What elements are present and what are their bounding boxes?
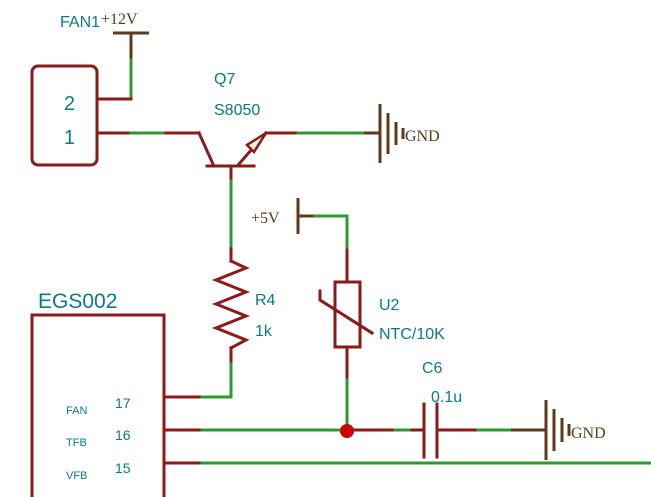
r4-value-label: 1k: [255, 323, 273, 340]
transistor-q7: [197, 130, 300, 183]
egs-pin-name-fan: FAN: [66, 405, 87, 417]
q7-ref-label: Q7: [214, 71, 235, 88]
fan-pin-2-label: 2: [64, 93, 75, 115]
q7-value-label: S8050: [214, 102, 260, 119]
gnd-label-1: GND: [405, 128, 440, 145]
capacitor-c6: [393, 402, 480, 459]
supply-5v-symbol: [296, 198, 315, 234]
thermistor-u2: [318, 248, 375, 382]
fan-ref-label: FAN1: [60, 14, 100, 31]
fan-wires: [97, 58, 201, 135]
egs-pin-num-16: 16: [115, 427, 131, 443]
supply-12v-symbol: [113, 31, 149, 60]
egs-pin-num-17: 17: [115, 395, 131, 411]
egs002-ref-label: EGS002: [38, 290, 117, 313]
c6-value-label: 0.1u: [431, 389, 462, 406]
supply-12v-label: +12V: [101, 11, 138, 28]
c6-ref-label: C6: [422, 360, 443, 377]
u2-value-label: NTC/10K: [379, 326, 445, 343]
ground-symbol-1: [364, 104, 405, 163]
egs002-module: FAN TFB VFB 17 16 15: [30, 313, 201, 497]
resistor-r4: [211, 247, 251, 366]
egs-pin-name-tfb: TFB: [66, 437, 87, 449]
ground-symbol-2: [511, 400, 571, 460]
egs-pin-num-15: 15: [115, 460, 131, 476]
egs-pin-name-vfb: VFB: [66, 470, 87, 482]
u2-ref-label: U2: [379, 297, 400, 314]
supply-5v-label: +5V: [251, 210, 280, 227]
r4-ref-label: R4: [255, 292, 276, 309]
fan-connector: 2 1: [30, 64, 99, 167]
gnd-label-2: GND: [571, 425, 606, 442]
junction-dot: [340, 424, 354, 438]
fan-pin-1-label: 1: [64, 127, 75, 149]
